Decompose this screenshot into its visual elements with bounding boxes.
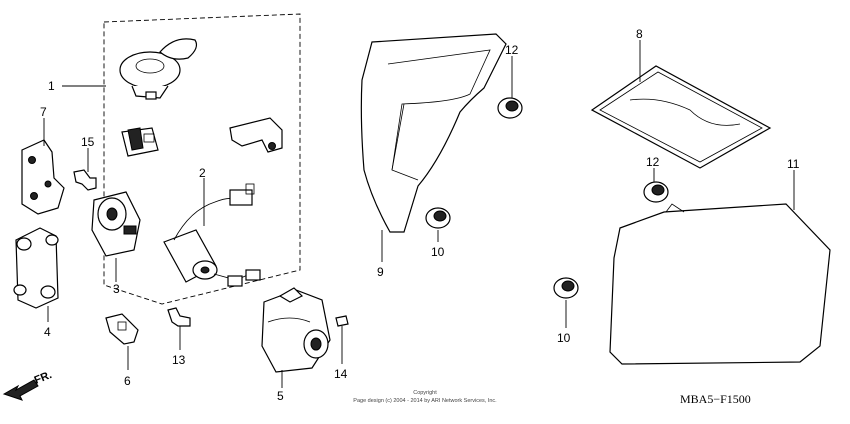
callout-9: 9 <box>377 265 384 279</box>
callout-15: 15 <box>81 135 95 149</box>
side-cover-right <box>609 203 831 365</box>
leader-lines <box>43 40 795 388</box>
callout-3: 3 <box>113 282 120 296</box>
sheet-8 <box>590 65 772 169</box>
copyright-line-1: Copyright <box>413 390 437 396</box>
front-direction-arrow: FR. <box>2 369 54 401</box>
front-label: FR. <box>33 369 54 387</box>
lock-clip <box>121 127 159 157</box>
grommet-12-upper <box>497 97 523 119</box>
copyright-notice: Copyright Page design (c) 2004 - 2014 by… <box>353 390 497 404</box>
side-cover-left <box>360 33 507 233</box>
plate <box>21 139 65 215</box>
callout-5: 5 <box>277 389 284 403</box>
callout-numbers: 1 2 3 4 5 6 7 8 9 10 10 11 12 12 13 14 1… <box>40 27 800 403</box>
bolt-13 <box>167 307 191 327</box>
callout-4: 4 <box>44 325 51 339</box>
lock-cylinder <box>91 191 141 257</box>
callout-11: 11 <box>787 157 800 171</box>
callout-2: 2 <box>199 166 206 180</box>
grommet-10-lower <box>553 277 579 299</box>
callout-8: 8 <box>636 27 643 41</box>
bolt-15 <box>73 169 97 191</box>
callout-1: 1 <box>48 79 55 93</box>
fuel-cap <box>119 38 198 100</box>
copyright-line-2: Page design (c) 2004 - 2014 by ARI Netwo… <box>353 398 497 404</box>
grommet-12-right <box>643 181 669 203</box>
lock-cover <box>261 287 331 373</box>
callout-12-upper: 12 <box>505 43 519 57</box>
callout-7: 7 <box>40 105 47 119</box>
screw-14 <box>335 315 349 327</box>
callout-10-middle: 10 <box>431 245 445 259</box>
callout-10-lower: 10 <box>557 331 571 345</box>
callout-14: 14 <box>334 367 348 381</box>
callout-12-right: 12 <box>646 155 660 169</box>
callout-13: 13 <box>172 353 186 367</box>
lock-bracket <box>229 117 283 153</box>
ignition-switch-wire <box>163 183 261 287</box>
key-blank <box>105 313 139 345</box>
diagram-code: MBA5−F1500 <box>680 392 751 406</box>
stay <box>13 227 59 309</box>
callout-6: 6 <box>124 374 131 388</box>
grommet-10-middle <box>425 207 451 229</box>
